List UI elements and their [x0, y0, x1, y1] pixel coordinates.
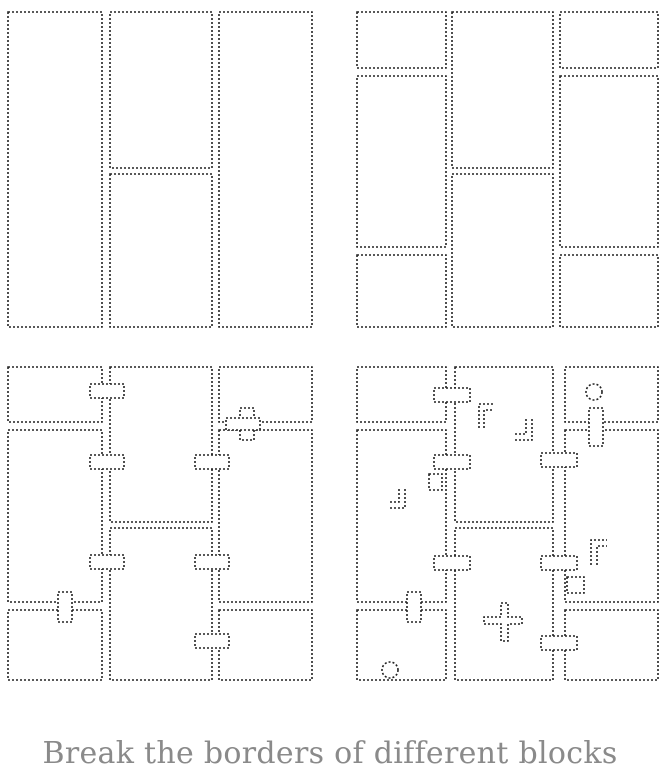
panel-blocks-with-joints — [7, 366, 313, 681]
diagram — [7, 11, 659, 681]
panel-blocks-with-fragments — [356, 366, 659, 681]
caption: Break the borders of different blocks — [42, 736, 618, 771]
panel-basic-columns — [7, 11, 313, 328]
panel-staggered-blocks — [356, 11, 659, 328]
